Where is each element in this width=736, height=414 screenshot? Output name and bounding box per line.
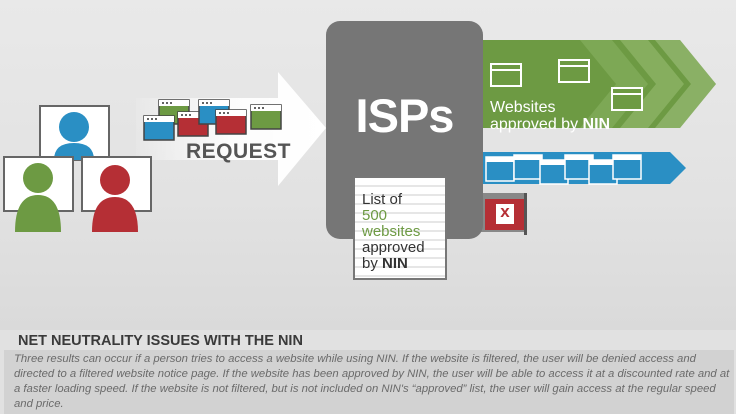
- request-label: REQUEST: [186, 140, 292, 163]
- websites-line-2: approved by NIN: [490, 116, 610, 133]
- websites-line-1: Websites: [490, 99, 556, 116]
- doc-line-2: 500: [362, 207, 388, 224]
- user-red-icon: [81, 156, 152, 232]
- websites-line-2-bold: NIN: [582, 116, 611, 133]
- document-lines: [355, 178, 445, 278]
- blocked-sign-icon: [480, 193, 527, 235]
- request-window-icons: [143, 99, 282, 141]
- doc-line-5-prefix: by: [362, 255, 383, 272]
- doc-line-1: List of: [362, 191, 403, 208]
- regular-window-icons: [485, 154, 642, 185]
- user-green-icon: [3, 156, 74, 232]
- doc-line-3: websites: [362, 223, 421, 240]
- caption-title: NET NEUTRALITY ISSUES WITH THE NIN: [18, 333, 303, 349]
- caption-body: Three results can occur if a person trie…: [4, 350, 734, 414]
- doc-line-5-bold: NIN: [382, 255, 408, 272]
- isp-label: ISPs: [355, 89, 455, 142]
- approved-websites-label: Websites approved by NIN: [490, 99, 610, 133]
- approved-arrow: [483, 40, 716, 128]
- doc-line-4: approved: [362, 239, 425, 256]
- approved-list-document: List of 500 websites approved by NIN: [353, 176, 447, 280]
- approved-window-icons: [490, 59, 643, 111]
- document-text: List of 500 websites approved by NIN: [362, 192, 425, 272]
- websites-line-2-prefix: approved by: [490, 116, 583, 133]
- doc-line-5: by NIN: [362, 256, 425, 272]
- user-blue-icon: [39, 105, 110, 161]
- diagram-graphics: [3, 40, 716, 235]
- blocked-x-label: x: [500, 202, 510, 221]
